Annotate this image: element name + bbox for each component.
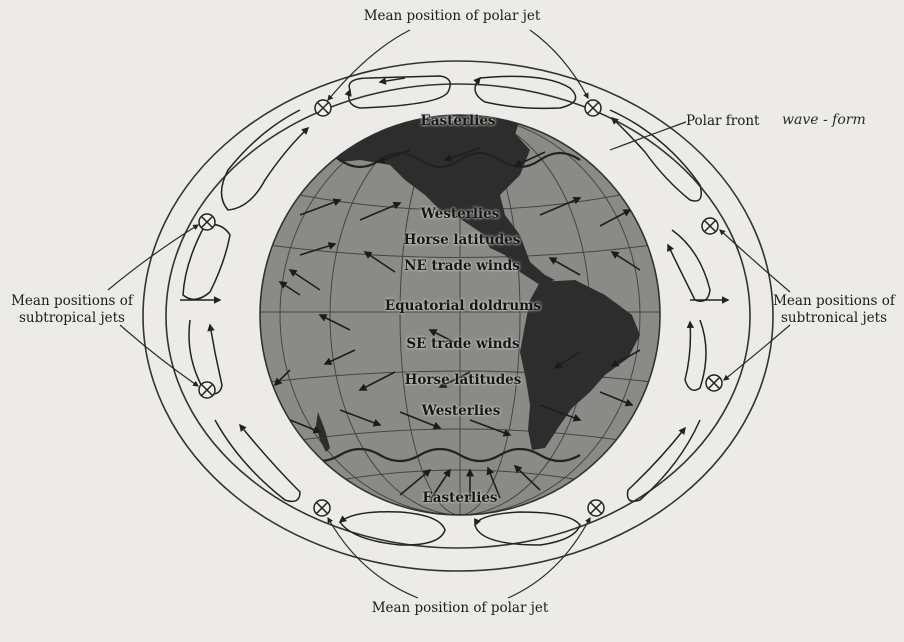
jet-symbol-bottom-right [588, 500, 604, 516]
equatorial-doldrums-label: Equatorial doldrums [385, 298, 541, 314]
jet-symbol-top-right [585, 100, 601, 116]
jet-symbol-left-upper [199, 214, 215, 230]
subtropical-jets-left-label: Mean positions of subtropical jets [4, 293, 140, 327]
easterlies-north-label: Easterlies [420, 113, 495, 129]
polar-jet-top-label: Mean position of polar jet [352, 8, 552, 25]
handwritten-note: wave - form [782, 112, 866, 128]
jet-symbol-right-upper [702, 218, 718, 234]
subtropical-left-line1: Mean positions of [11, 293, 133, 309]
jet-symbol-top-left [315, 100, 331, 116]
jet-symbol-right-lower [706, 375, 722, 391]
subtropical-left-line2: subtropical jets [19, 310, 125, 326]
ne-trade-winds-label: NE trade winds [404, 258, 520, 274]
westerlies-north-label: Westerlies [421, 206, 500, 222]
polar-front-label: Polar front [686, 113, 759, 130]
polar-jet-bottom-label: Mean position of polar jet [360, 600, 560, 617]
westerlies-south-label: Westerlies [422, 403, 501, 419]
easterlies-south-label: Easterlies [422, 490, 497, 506]
se-trade-winds-label: SE trade winds [406, 336, 519, 352]
jet-symbol-left-lower [199, 382, 215, 398]
horse-latitudes-south-label: Horse latitudes [405, 372, 522, 388]
horse-latitudes-north-label: Horse latitudes [404, 232, 521, 248]
subtropical-right-line2: subtronical jets [781, 310, 887, 326]
subtropical-right-line1: Mean positions of [773, 293, 895, 309]
jet-symbol-bottom-left [314, 500, 330, 516]
subtropical-jets-right-label: Mean positions of subtronical jets [764, 293, 904, 327]
